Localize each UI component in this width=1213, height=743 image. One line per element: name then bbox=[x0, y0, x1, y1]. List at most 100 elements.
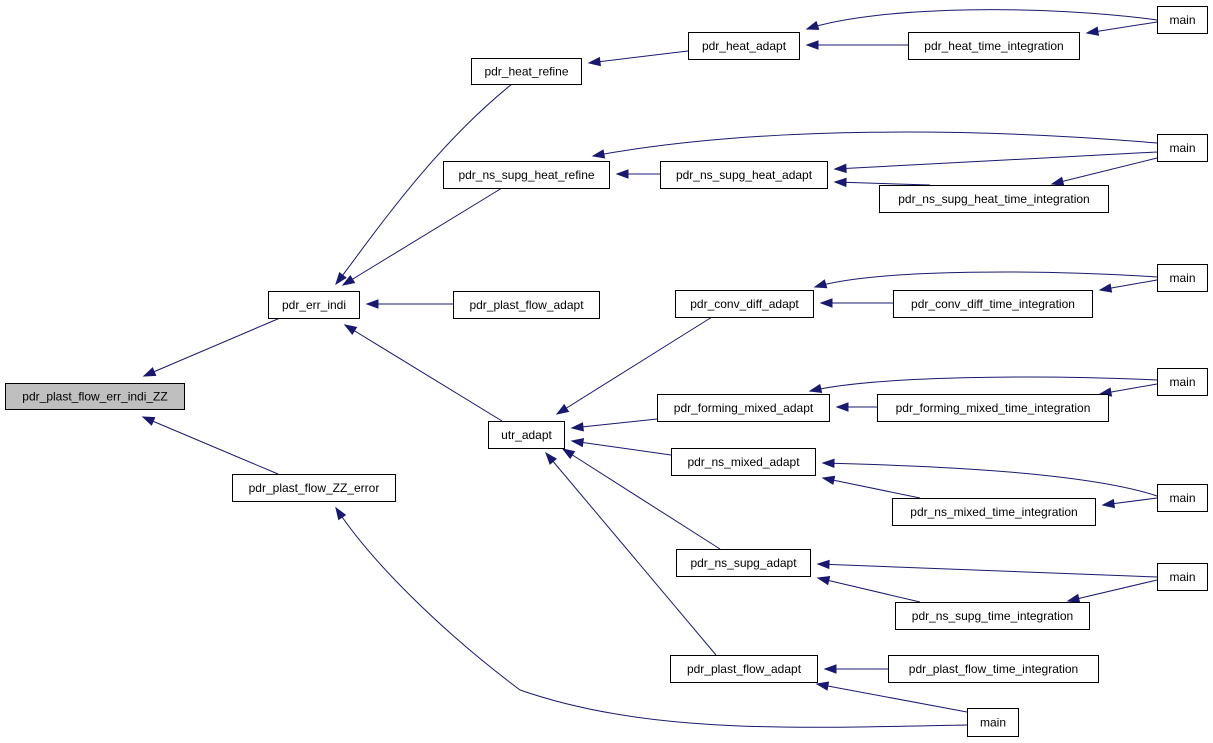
node-conv-diff-adapt[interactable]: pdr_conv_diff_adapt bbox=[675, 290, 814, 318]
node-err-indi[interactable]: pdr_err_indi bbox=[268, 291, 360, 319]
node-main-4[interactable]: main bbox=[1157, 368, 1208, 396]
arrowhead bbox=[365, 299, 379, 309]
arrowhead bbox=[341, 274, 356, 286]
node-box[interactable] bbox=[1157, 368, 1208, 396]
edge-ns_supg_heat_refine-to-err_indi bbox=[341, 187, 503, 286]
node-ns-mixed-time[interactable]: pdr_ns_mixed_time_integration bbox=[892, 498, 1096, 526]
edge-ns_supg_adapt-to-utr_adapt bbox=[561, 448, 721, 550]
node-label: pdr_heat_adapt bbox=[702, 39, 787, 53]
edge-line bbox=[822, 477, 921, 499]
node-box[interactable] bbox=[657, 394, 830, 422]
node-ns-supg-heat-refine[interactable]: pdr_ns_supg_heat_refine bbox=[443, 161, 610, 189]
edge-main_6-to-ns_supg_time bbox=[1066, 579, 1158, 603]
node-ns-mixed-adapt[interactable]: pdr_ns_mixed_adapt bbox=[671, 448, 816, 476]
edge-line bbox=[143, 317, 281, 377]
node-label: pdr_conv_diff_adapt bbox=[690, 297, 799, 311]
node-box[interactable] bbox=[232, 474, 396, 502]
node-zz-error[interactable]: pdr_plast_flow_ZZ_error bbox=[232, 474, 396, 502]
node-box[interactable] bbox=[895, 602, 1090, 630]
edge-line bbox=[809, 376, 1158, 392]
node-heat-adapt[interactable]: pdr_heat_adapt bbox=[688, 32, 800, 60]
node-forming-time[interactable]: pdr_forming_mixed_time_integration bbox=[877, 394, 1109, 422]
node-root[interactable]: pdr_plast_flow_err_indi_ZZ bbox=[5, 383, 185, 410]
node-box[interactable] bbox=[908, 32, 1080, 60]
node-box[interactable] bbox=[688, 32, 800, 60]
edge-line bbox=[142, 416, 279, 475]
node-box[interactable] bbox=[892, 498, 1096, 526]
node-label: pdr_heat_refine bbox=[484, 65, 568, 79]
node-ns-supg-adapt[interactable]: pdr_ns_supg_adapt bbox=[676, 549, 811, 577]
node-box[interactable] bbox=[660, 161, 828, 189]
edge-layer bbox=[141, 9, 1158, 728]
node-box[interactable] bbox=[5, 383, 185, 410]
node-label: pdr_ns_supg_adapt bbox=[690, 556, 797, 570]
node-label: pdr_plast_flow_ZZ_error bbox=[249, 481, 380, 495]
node-main-1[interactable]: main bbox=[1157, 6, 1208, 34]
edge-err_indi-to-root bbox=[142, 317, 281, 377]
node-label: pdr_ns_supg_heat_time_integration bbox=[898, 192, 1089, 206]
node-box[interactable] bbox=[268, 291, 360, 319]
edge-heat_adapt-to-heat_refine bbox=[587, 50, 689, 67]
node-box[interactable] bbox=[879, 185, 1109, 213]
node-box[interactable] bbox=[670, 655, 818, 683]
node-box[interactable] bbox=[443, 161, 610, 189]
edge-line bbox=[1086, 21, 1158, 34]
node-heat-time[interactable]: pdr_heat_time_integration bbox=[908, 32, 1080, 60]
edge-heat_time-to-heat_adapt bbox=[805, 40, 908, 50]
node-heat-refine[interactable]: pdr_heat_refine bbox=[471, 58, 582, 85]
node-ns-supg-heat-time[interactable]: pdr_ns_supg_heat_time_integration bbox=[879, 185, 1109, 213]
node-main-7[interactable]: main bbox=[967, 708, 1019, 737]
edge-ns_mixed_time-to-ns_mixed_adapt bbox=[821, 475, 921, 499]
edge-conv_diff_time-to-conv_diff_adapt bbox=[819, 298, 893, 308]
node-box[interactable] bbox=[676, 549, 811, 577]
node-main-6[interactable]: main bbox=[1157, 563, 1208, 591]
edge-utr_adapt-to-err_indi bbox=[343, 324, 503, 422]
node-plast-flow-adapt-1[interactable]: pdr_plast_flow_adapt bbox=[453, 291, 600, 319]
node-main-2[interactable]: main bbox=[1157, 134, 1208, 162]
node-main-5[interactable]: main bbox=[1157, 484, 1208, 512]
node-ns-supg-heat-adapt[interactable]: pdr_ns_supg_heat_adapt bbox=[660, 161, 828, 189]
node-label: main bbox=[1169, 491, 1195, 505]
edge-line bbox=[1051, 157, 1158, 185]
arrowhead bbox=[821, 458, 835, 469]
node-label: utr_adapt bbox=[501, 428, 552, 442]
node-box[interactable] bbox=[967, 708, 1019, 737]
node-box[interactable] bbox=[1157, 563, 1208, 591]
arrowhead bbox=[570, 437, 585, 448]
node-box[interactable] bbox=[675, 290, 814, 318]
node-box[interactable] bbox=[893, 290, 1093, 318]
node-box[interactable] bbox=[671, 448, 816, 476]
node-box[interactable] bbox=[1157, 484, 1208, 512]
node-label: pdr_heat_time_integration bbox=[924, 39, 1063, 53]
edge-main_5-to-ns_mixed_adapt bbox=[821, 458, 1158, 497]
node-label: pdr_plast_flow_err_indi_ZZ bbox=[22, 390, 167, 404]
node-box[interactable] bbox=[453, 291, 600, 319]
edge-heat_refine-to-err_indi bbox=[335, 83, 513, 286]
edge-main_5-to-ns_mixed_time bbox=[1101, 497, 1158, 509]
node-utr-adapt[interactable]: utr_adapt bbox=[488, 421, 565, 449]
node-plast-flow-adapt-2[interactable]: pdr_plast_flow_adapt bbox=[670, 655, 818, 683]
node-box[interactable] bbox=[1157, 6, 1208, 34]
node-box[interactable] bbox=[1157, 264, 1208, 292]
node-label: pdr_ns_supg_heat_refine bbox=[458, 168, 594, 182]
node-main-3[interactable]: main bbox=[1157, 264, 1208, 292]
node-box[interactable] bbox=[877, 394, 1109, 422]
edge-main_1-to-heat_adapt bbox=[805, 9, 1158, 30]
node-conv-diff-time[interactable]: pdr_conv_diff_time_integration bbox=[893, 290, 1093, 318]
node-box[interactable] bbox=[1157, 134, 1208, 162]
node-label: pdr_ns_supg_heat_adapt bbox=[676, 168, 813, 182]
arrowhead bbox=[561, 448, 576, 460]
edge-ns_supg_heat_adapt-to-ns_supg_heat_refine bbox=[615, 169, 660, 179]
node-ns-supg-time[interactable]: pdr_ns_supg_time_integration bbox=[895, 602, 1090, 630]
edge-main_7-to-plast_flow_adapt_2 bbox=[815, 681, 968, 713]
node-box[interactable] bbox=[888, 655, 1099, 683]
arrowhead bbox=[570, 422, 584, 432]
node-label: pdr_ns_supg_time_integration bbox=[912, 609, 1073, 623]
arrowhead bbox=[813, 279, 828, 289]
node-forming-adapt[interactable]: pdr_forming_mixed_adapt bbox=[657, 394, 830, 422]
node-label: pdr_plast_flow_adapt bbox=[687, 662, 802, 676]
node-box[interactable] bbox=[488, 421, 565, 449]
node-box[interactable] bbox=[471, 58, 582, 85]
node-plast-flow-time[interactable]: pdr_plast_flow_time_integration bbox=[888, 655, 1099, 683]
edge-line bbox=[335, 507, 968, 728]
